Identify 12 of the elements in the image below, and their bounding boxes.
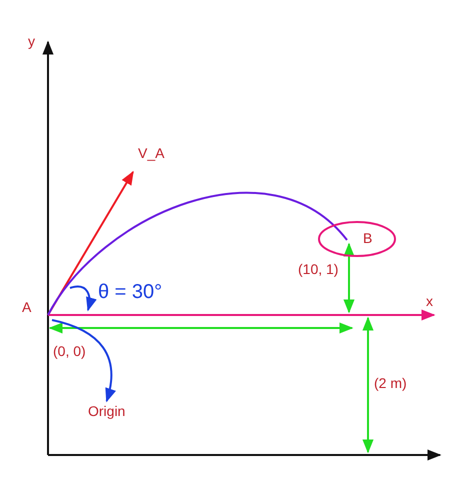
point-label: A xyxy=(22,300,32,314)
coordinate-label: (0, 0) xyxy=(53,344,86,358)
angle-label: θ = 30° xyxy=(98,282,162,302)
origin-label: Origin xyxy=(88,404,126,418)
axis-label: x xyxy=(426,294,433,308)
point-ellipse xyxy=(318,220,396,258)
coordinate-label: (10, 1) xyxy=(298,262,338,276)
vector-label: V_A xyxy=(138,146,164,160)
axis-label: y xyxy=(28,34,35,48)
leader-arrow xyxy=(52,319,116,402)
dimension-label: (2 m) xyxy=(374,376,407,390)
point-label: B xyxy=(363,231,372,245)
